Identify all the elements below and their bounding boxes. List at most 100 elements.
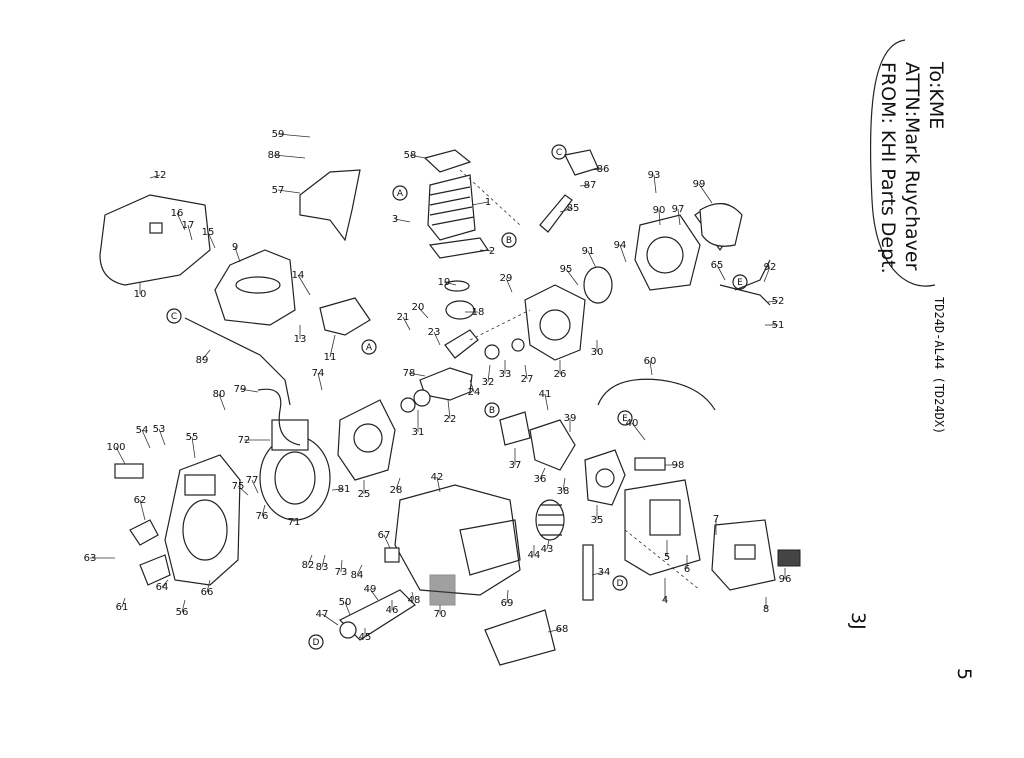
part-number-label: 90	[653, 205, 666, 216]
leader-line	[181, 599, 186, 613]
part-number-label: 6	[684, 564, 690, 575]
part-number-label: 33	[499, 369, 512, 380]
parts-artwork	[99, 149, 801, 666]
part-number-label: 24	[468, 387, 481, 398]
callout-95: 95	[560, 264, 579, 286]
leader-line	[191, 436, 196, 459]
leader-line	[631, 422, 646, 441]
part-number-label: 92	[764, 262, 777, 273]
callout-56: 56	[176, 599, 189, 618]
part-number-label: 93	[648, 170, 661, 181]
callout-77: 77	[246, 475, 259, 494]
callout-39: 39	[564, 413, 576, 432]
part-number-label: 97	[672, 204, 685, 215]
leader-line	[579, 184, 591, 187]
callout-51: 51	[765, 320, 784, 331]
part-number-label: 57	[272, 185, 285, 196]
part-number-label: 4	[662, 595, 668, 606]
callout-1: 1	[471, 197, 491, 208]
part-number-label: 84	[351, 570, 364, 581]
leader-line	[716, 264, 726, 281]
callout-54: 54	[136, 425, 151, 449]
part-number-label: 36	[534, 474, 547, 485]
circle-refs: A A B B C C D D E E	[166, 144, 748, 650]
leader-line	[619, 244, 627, 263]
leader-line	[161, 579, 169, 588]
note-line-3: FROM: KHI Parts Dept.	[877, 62, 899, 274]
leader-line	[251, 479, 259, 494]
scribble-mark: 3J	[847, 612, 869, 630]
leader-line	[544, 393, 549, 411]
part-number-label: 26	[554, 369, 567, 380]
part-number-label: 22	[444, 414, 457, 425]
part-number-label: 82	[302, 560, 315, 571]
callout-2: 2	[479, 246, 495, 257]
part-number-label: 43	[541, 544, 554, 555]
part-number-label: 98	[672, 460, 685, 471]
leader-line	[546, 539, 550, 550]
part-number-label: 48	[408, 595, 421, 606]
callout-33: 33	[499, 360, 512, 380]
callout-89: 89	[196, 349, 211, 366]
part-number-label: 73	[335, 567, 348, 578]
callout-100: 100	[106, 442, 126, 465]
callout-8: 8	[763, 597, 769, 615]
part-number-label: 60	[644, 356, 657, 367]
part-number-label: 76	[256, 511, 269, 522]
svg-text:E: E	[737, 278, 743, 288]
callout-57: 57	[272, 185, 301, 196]
leader-line	[562, 477, 566, 492]
leader-line	[436, 476, 441, 493]
ref-D-1: D	[308, 634, 324, 650]
callout-41: 41	[539, 389, 551, 411]
svg-text:C: C	[556, 148, 562, 158]
part-number-label: 29	[500, 273, 513, 284]
callout-88: 88	[268, 150, 306, 161]
part-number-label: 72	[238, 435, 251, 446]
leader-line	[261, 504, 266, 517]
callout-29: 29	[500, 273, 513, 293]
part-number-label: 74	[312, 368, 325, 379]
part-number-label: 44	[528, 550, 541, 561]
leader-line	[677, 208, 681, 226]
callout-55: 55	[186, 432, 198, 459]
leader-line	[218, 393, 226, 411]
part-number-label: 54	[136, 425, 149, 436]
callout-10: 10	[134, 283, 146, 300]
part-number-label: 14	[292, 270, 305, 281]
part-11-plate	[319, 297, 371, 336]
leader-line	[411, 591, 415, 601]
callout-44: 44	[528, 545, 541, 561]
callout-70: 70	[434, 605, 446, 620]
callout-26: 26	[554, 360, 567, 380]
part-number-label: 81	[338, 484, 351, 495]
callout-93: 93	[648, 170, 661, 194]
leader-line	[653, 174, 657, 194]
callout-20: 20	[412, 302, 429, 319]
part-number-label: 89	[196, 355, 209, 366]
part-number-label: 2	[489, 246, 495, 257]
leader-line	[383, 534, 391, 549]
callout-46: 46	[386, 600, 398, 616]
callout-68: 68	[547, 624, 568, 635]
callout-13: 13	[294, 325, 306, 345]
callout-37: 37	[509, 448, 521, 471]
ref-E-1: E	[732, 274, 748, 290]
leader-line	[443, 281, 457, 286]
callout-23: 23	[428, 327, 440, 346]
svg-text:D: D	[313, 638, 320, 648]
callout-97: 97	[672, 204, 685, 226]
leader-line	[158, 428, 166, 446]
leader-line	[763, 266, 771, 283]
part-number-label: 78	[403, 368, 416, 379]
leader-line	[524, 364, 528, 380]
leader-line	[273, 154, 306, 159]
callout-90: 90	[653, 205, 666, 226]
callout-35: 35	[591, 505, 603, 526]
callout-19: 19	[438, 277, 457, 288]
leader-line	[408, 372, 426, 377]
part-number-label: 63	[84, 553, 97, 564]
part-number-label: 94	[614, 240, 627, 251]
callout-75: 75	[232, 481, 249, 496]
part-number-label: 56	[176, 607, 189, 618]
